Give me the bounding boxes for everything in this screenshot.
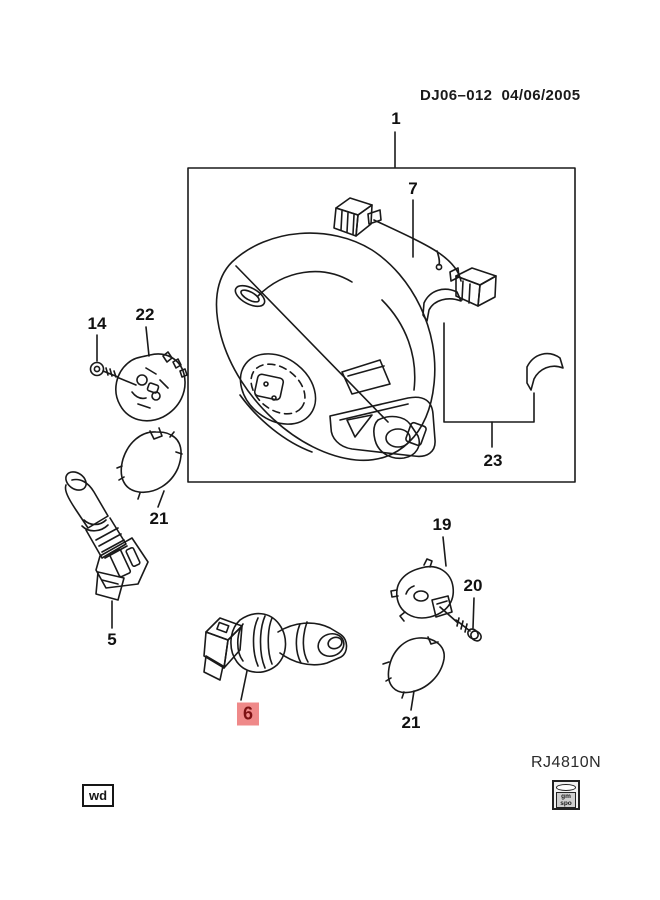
drawing-date: 04/06/2005: [501, 87, 581, 104]
retainer-clips-drawing: [422, 288, 564, 391]
callout-part-19[interactable]: 19: [432, 515, 452, 534]
screw-20-drawing: [455, 617, 482, 642]
callout-part-22[interactable]: 22: [135, 305, 155, 324]
gm-spo-logo: gm spo: [552, 780, 580, 810]
stalk-switch-6-drawing: [203, 612, 348, 681]
callout-part-20[interactable]: 20: [463, 576, 483, 595]
wiring-harness-drawing: [333, 197, 497, 307]
gm-spo-logo-text: gm spo: [556, 792, 576, 808]
cover-21-left-drawing: [116, 427, 183, 500]
callout-part-21-right[interactable]: 21: [401, 713, 421, 732]
wd-stamp: wd: [82, 784, 114, 807]
callout-part-5[interactable]: 5: [107, 630, 117, 649]
drawing-reference: RJ4810N: [531, 754, 602, 771]
assembly-frame: [187, 167, 576, 483]
steering-wheel-drawing: [215, 232, 436, 462]
cover-21-right-drawing: [382, 636, 445, 699]
callout-part-1[interactable]: 1: [391, 109, 401, 128]
switch-19-drawing: [390, 558, 455, 622]
gm-spo-logo-line2: spo: [560, 800, 572, 807]
screw-14-drawing: [89, 361, 119, 378]
gm-spo-logo-oval: [556, 784, 576, 791]
callout-part-6-highlighted[interactable]: 6: [236, 702, 260, 726]
drawing-code: DJ06–012: [420, 87, 493, 104]
callout-part-14[interactable]: 14: [87, 314, 107, 333]
callout-part-23[interactable]: 23: [483, 451, 503, 470]
switch-module-drawing: [115, 351, 188, 422]
callout-part-21-left[interactable]: 21: [149, 509, 169, 528]
leader-lines: [96, 131, 535, 711]
drawing-header: DJ06–012 04/06/2005: [420, 87, 590, 104]
stalk-switch-5-drawing: [64, 471, 149, 601]
callout-part-7[interactable]: 7: [408, 179, 418, 198]
gm-spo-logo-line1: gm: [561, 793, 571, 800]
